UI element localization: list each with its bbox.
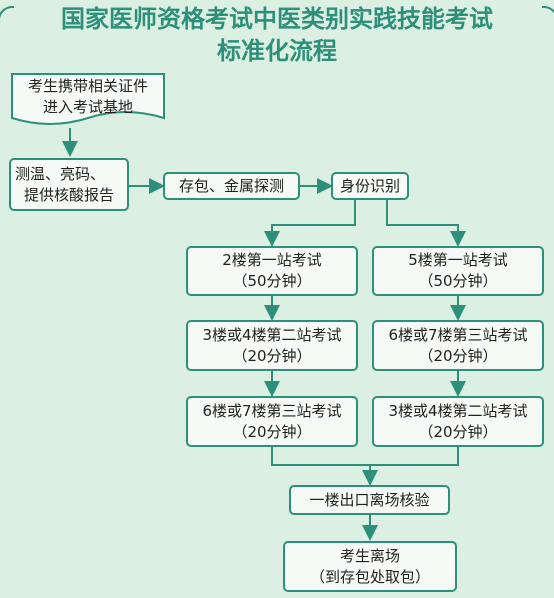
diagram-title: 国家医师资格考试中医类别实践技能考试 xyxy=(61,5,493,33)
step-temperature-check: 测温、亮码、 提供核酸报告 xyxy=(9,158,129,211)
arrow-id-to-right1 xyxy=(386,198,466,247)
step-right-station-2: 6楼或7楼第三站考试 （20分钟） xyxy=(372,320,544,371)
step-right-station-1: 5楼第一站考试 （50分钟） xyxy=(372,246,544,296)
arrow-merge-to-exit xyxy=(271,447,459,482)
step-enter-base: 考生携带相关证件 进入考试基地 xyxy=(27,77,148,116)
step-left-station-2: 3楼或4楼第二站考试 （20分钟） xyxy=(186,320,358,371)
enter-box-shape xyxy=(11,73,165,125)
diagram-subtitle: 标准化流程 xyxy=(217,37,337,65)
corner-bracket-left xyxy=(0,6,14,22)
arrow-id-to-left1 xyxy=(264,198,356,247)
step-identity-check: 身份识别 xyxy=(331,172,409,200)
step-exit-verification: 一楼出口离场核验 xyxy=(289,485,450,515)
step-left-station-1: 2楼第一站考试 （50分钟） xyxy=(186,246,358,296)
corner-bracket-right xyxy=(542,6,554,22)
step-right-station-3: 3楼或4楼第二站考试 （20分钟） xyxy=(372,396,544,447)
step-leave: 考生离场 （到存包处取包） xyxy=(283,541,457,592)
step-bag-metal-detect: 存包、金属探测 xyxy=(163,172,300,200)
step-left-station-3: 6楼或7楼第三站考试 （20分钟） xyxy=(186,396,358,447)
